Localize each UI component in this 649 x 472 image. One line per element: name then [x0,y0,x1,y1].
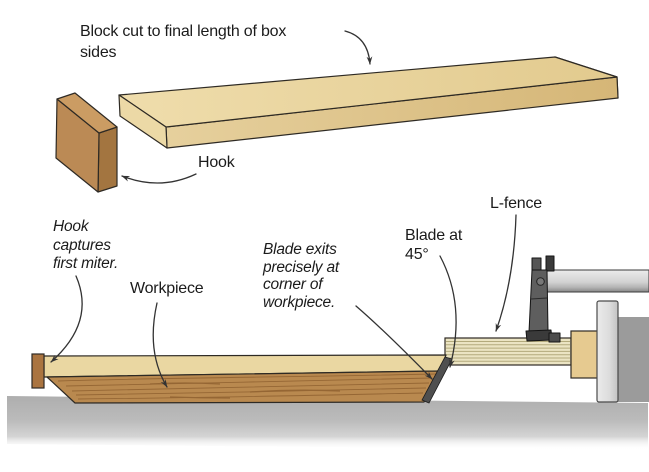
arrow-blade-exits [355,305,433,380]
plywood-laminations [446,341,570,362]
label-hook: Hook [198,154,235,171]
callout-arrows [50,30,517,388]
clamp-pivot-hole [536,277,545,286]
arrow-block-cut [344,30,373,65]
bottom-diagram [7,255,649,450]
board-left-end [118,94,168,149]
clamp-foot [525,329,553,342]
clamp-bar [545,269,649,293]
wood-grain-lines [57,373,437,400]
table-surface [7,396,648,450]
label-block-cut: Block cut to final length of box sides [80,23,287,61]
arrow-l-fence [495,214,517,332]
fence-spacer-block [570,330,600,379]
label-hook-captures: Hook captures first miter. [53,218,119,272]
box-side-board [118,56,619,149]
saw-blade [421,356,453,404]
clamp-prong-right [545,255,555,272]
arrow-hook-captures [50,275,83,363]
label-blade-exits: Blade exits precisely at corner of workp… [263,241,339,311]
clamp [525,255,561,343]
rip-fence [596,300,619,403]
hook-side-face [97,126,118,193]
label-workpiece: Workpiece [130,280,204,297]
arrow-workpiece [152,302,168,388]
hook-block-3d [55,92,118,193]
hook-block [31,353,45,389]
top-diagram [55,56,619,193]
clamp-prong-left [531,257,542,272]
arrow-blade-45 [439,255,457,368]
hook-top-face [56,92,118,134]
clamp-pad [548,332,561,343]
label-blade-at-45: Blade at 45° [405,227,463,263]
label-l-fence: L-fence [490,195,542,212]
arrow-hook-top [121,173,197,184]
